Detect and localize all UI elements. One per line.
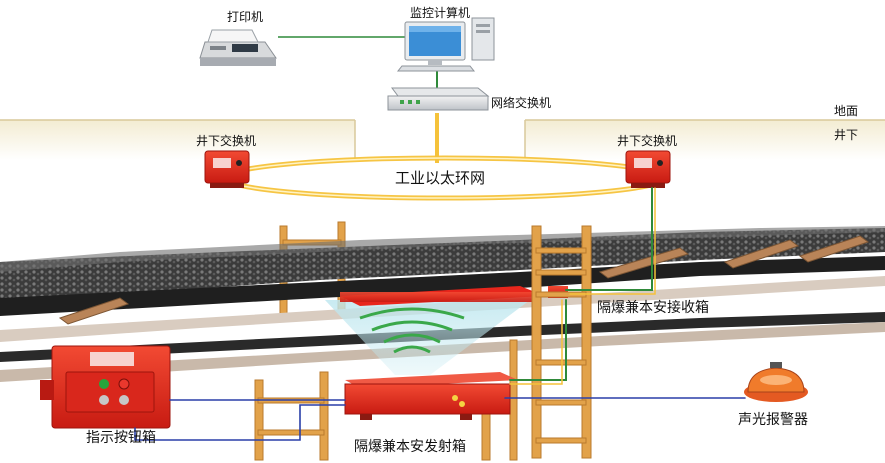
underground-switch-right-label: 井下交换机 bbox=[617, 134, 678, 148]
front-ladder bbox=[254, 225, 592, 461]
switch-icon bbox=[387, 87, 490, 111]
signal-waves bbox=[359, 307, 465, 354]
receiver-box-label: 隔爆兼本安接收箱 bbox=[597, 300, 709, 316]
transmitter-box-label: 隔爆兼本安发射箱 bbox=[354, 439, 466, 455]
transmitter-box bbox=[344, 372, 518, 420]
sound-light-alarm-label: 声光报警器 bbox=[738, 412, 808, 428]
underground-switch-left-label: 井下交换机 bbox=[196, 134, 257, 148]
underground-label: 井下 bbox=[834, 128, 859, 142]
ground-label: 地面 bbox=[834, 104, 859, 118]
indicator-button-box-label: 指示按钮箱 bbox=[86, 430, 156, 446]
monitor-computer-label: 监控计算机 bbox=[410, 6, 471, 20]
network-switch-label: 网络交换机 bbox=[491, 96, 552, 110]
printer-label: 打印机 bbox=[227, 10, 264, 24]
underground-switch-right bbox=[625, 150, 671, 188]
green-button-icon bbox=[99, 379, 109, 389]
red-button-icon bbox=[118, 378, 130, 390]
idler-rollers bbox=[58, 235, 870, 325]
ethernet-ring-label: 工业以太环网 bbox=[395, 169, 486, 187]
underground-switch-left bbox=[204, 150, 250, 188]
printer-icon bbox=[199, 29, 277, 66]
ground-band bbox=[0, 119, 885, 160]
sound-light-alarm-icon bbox=[744, 362, 808, 402]
indicator-button-box bbox=[40, 345, 171, 429]
computer-icon bbox=[396, 17, 495, 72]
underground-cables bbox=[134, 187, 746, 441]
